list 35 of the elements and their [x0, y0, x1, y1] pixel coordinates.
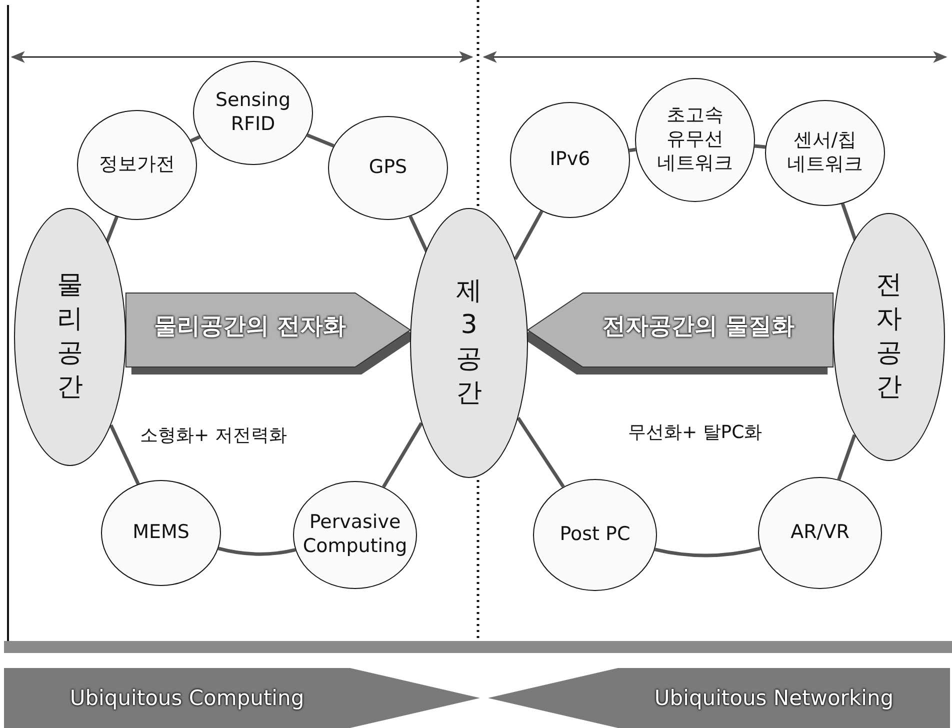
ring-connector [840, 203, 856, 240]
ring-connector [218, 546, 296, 556]
circle-node: IPv6 [510, 102, 630, 218]
banner-arrow: Ubiquitous Computing [4, 668, 480, 728]
circle-node: MEMS [101, 480, 221, 586]
ring-connector [628, 148, 636, 152]
oval-node: 전자공간 [833, 213, 945, 461]
edge-label: 물리공간의 전자화 [154, 312, 346, 342]
block-arrow [125, 292, 412, 368]
ring-connector [105, 216, 118, 244]
circle-node: Sensing RFID [193, 61, 313, 165]
circle-node: 초고속 유무선 네트워크 [635, 78, 755, 202]
ring-connector [837, 434, 856, 480]
caption-text: 무선화+ 탈PC화 [628, 421, 762, 444]
circle-node: 정보가전 [77, 110, 197, 220]
circle-node: GPS [328, 116, 448, 220]
ring-connector [654, 546, 761, 558]
edge-label: 전자공간의 물질화 [602, 312, 794, 342]
ring-connector [754, 144, 766, 149]
circle-node: Pervasive Computing [293, 481, 417, 589]
ring-connector [190, 135, 200, 142]
circle-node: Post PC [533, 479, 657, 591]
ring-connector [514, 210, 544, 260]
circle-node: 센서/칩 네트워크 [765, 100, 885, 206]
ring-connector [382, 422, 423, 488]
oval-node: 제3공간 [410, 208, 528, 478]
ring-connector [109, 424, 140, 485]
ring-connector [306, 133, 334, 148]
caption-text: 소형화+ 저전력화 [140, 424, 287, 447]
ring-connector [516, 416, 565, 488]
block-arrow [526, 292, 834, 368]
ring-connector [408, 216, 428, 252]
circle-node: AR/VR [758, 477, 882, 589]
oval-node: 물리공간 [14, 208, 126, 466]
banner-arrow: Ubiquitous Networking [488, 668, 950, 728]
